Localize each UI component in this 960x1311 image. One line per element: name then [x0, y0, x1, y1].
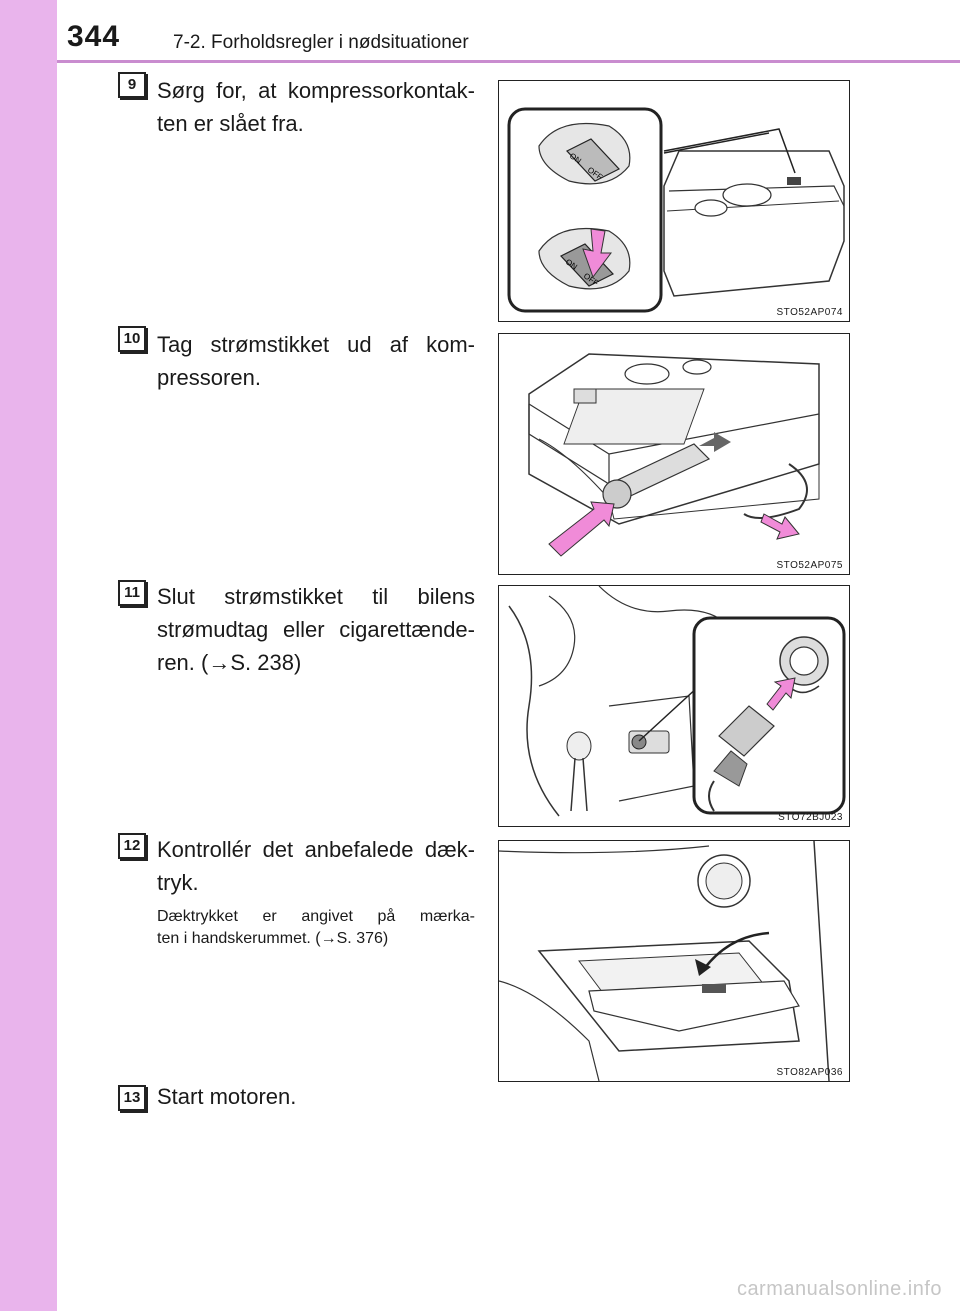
figure-code: STO72BJ023 — [778, 812, 843, 823]
header-divider — [57, 60, 960, 63]
step-12-note-line-1: Dæktrykket er angivet på mærka- — [157, 908, 475, 925]
step-12-line-2: tryk. — [157, 870, 199, 895]
step-11-line-2: strømudtag eller cigarettænde- — [157, 617, 475, 642]
power-outlet-illustration — [508, 586, 846, 817]
figure-code: STO82AP036 — [776, 1067, 843, 1078]
figure-compressor-switch: ON OFF ON OFF STO52AP074 — [498, 80, 850, 322]
figure-code: STO52AP075 — [776, 560, 843, 571]
step-9-line-1: Sørg for, at kompressorkontak- — [157, 78, 475, 103]
step-number-11: 11 — [118, 580, 146, 606]
unplug-compressor-illustration — [528, 353, 820, 557]
step-13-line-1: Start motoren. — [157, 1084, 297, 1109]
step-12-text: Kontrollér det anbefalede dæk- tryk. — [157, 833, 475, 899]
step-number-13: 13 — [118, 1085, 146, 1111]
step-number-10: 10 — [118, 326, 146, 352]
step-11-line-3: ren. (→S. 238) — [157, 650, 302, 675]
glovebox-illustration — [499, 841, 830, 1081]
step-number-12: 12 — [118, 833, 146, 859]
page-number: 344 — [67, 20, 121, 53]
chapter-sidebar — [0, 0, 57, 1311]
step-12-line-1: Kontrollér det anbefalede dæk- — [157, 837, 475, 862]
step-10-line-1: Tag strømstikket ud af kom- — [157, 332, 475, 357]
step-11-line-1: Slut strømstikket til bilens — [157, 584, 475, 609]
section-title: 7-2. Forholdsregler i nødsituationer — [173, 32, 469, 53]
figure-power-outlet: STO72BJ023 — [498, 585, 850, 827]
figure-glovebox-label: STO82AP036 — [498, 840, 850, 1082]
step-number-9: 9 — [118, 72, 146, 98]
step-10-text: Tag strømstikket ud af kom- pressoren. — [157, 328, 475, 394]
watermark: carmanualsonline.info — [736, 1278, 942, 1300]
figure-unplug-compressor: STO52AP075 — [498, 333, 850, 575]
step-10-line-2: pressoren. — [157, 365, 261, 390]
step-9-text: Sørg for, at kompressorkontak- ten er sl… — [157, 74, 475, 140]
figure-code: STO52AP074 — [776, 307, 843, 318]
step-11-text: Slut strømstikket til bilens strømudtag … — [157, 580, 475, 679]
step-12-note: Dæktrykket er angivet på mærka- ten i ha… — [157, 906, 475, 950]
step-9-line-2: ten er slået fra. — [157, 111, 304, 136]
compressor-switch-illustration: ON OFF ON OFF — [507, 107, 845, 313]
step-12-note-line-2: ten i handskerummet. (→S. 376) — [157, 930, 389, 947]
step-13-text: Start motoren. — [157, 1080, 475, 1113]
